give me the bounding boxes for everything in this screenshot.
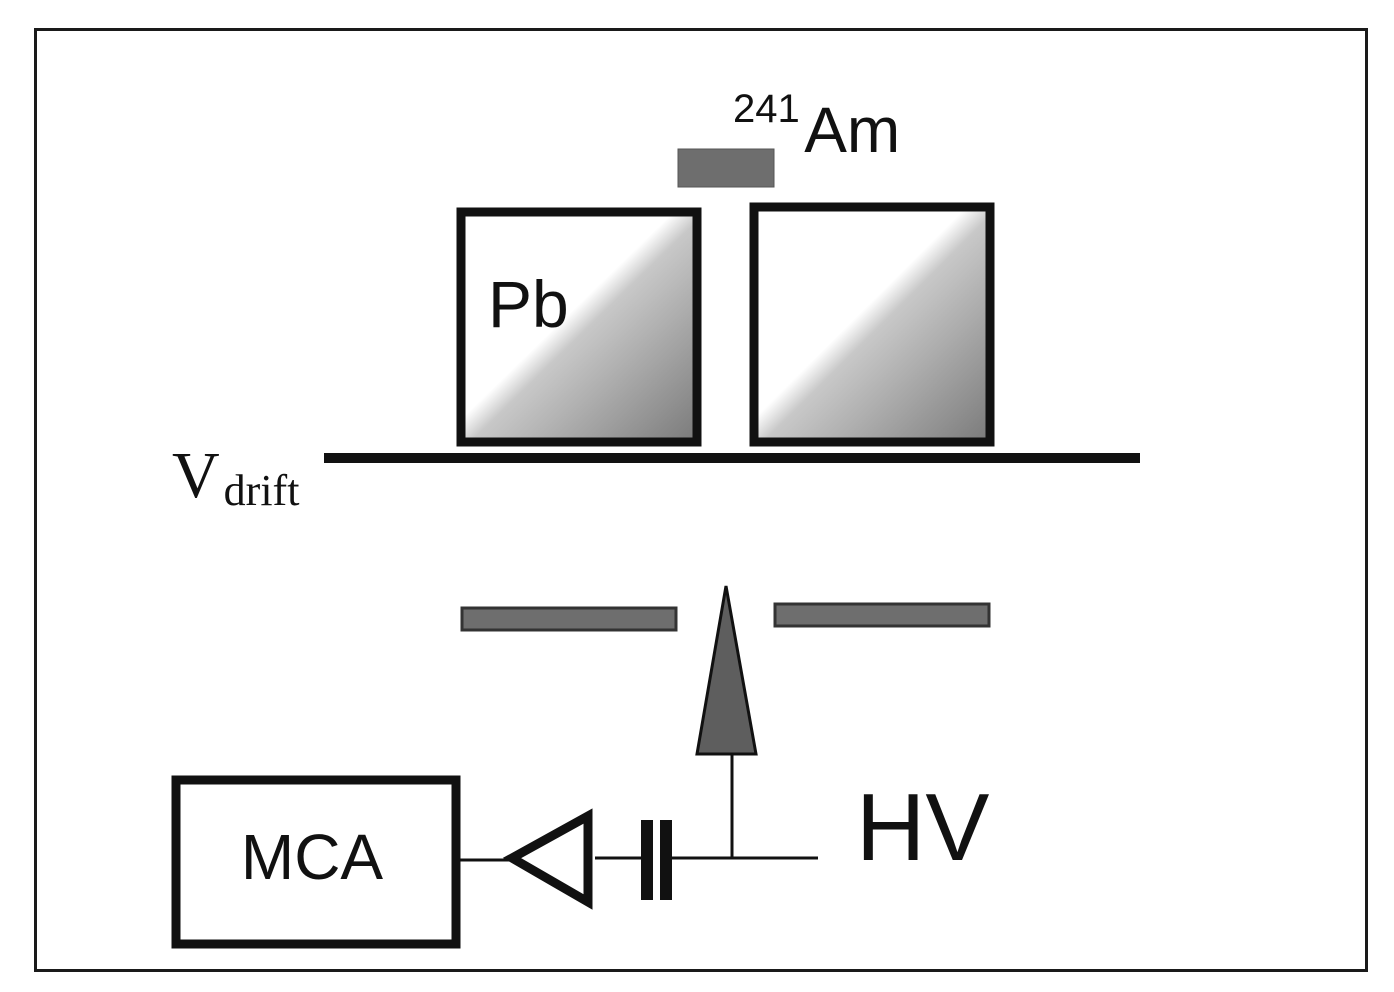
drift-electrode xyxy=(324,453,1140,463)
lead-block-left xyxy=(456,207,702,447)
grid-electrode-right xyxy=(773,602,991,628)
anode-needle xyxy=(695,585,758,756)
mca-label: MCA xyxy=(241,821,384,893)
hv-label: HV xyxy=(856,774,989,881)
am-mass-number: 241 xyxy=(733,87,800,131)
am-element: Am xyxy=(804,94,900,166)
capacitor-plate-left xyxy=(641,820,653,900)
lead-label: Pb xyxy=(488,267,569,341)
drift-symbol: V xyxy=(172,439,220,512)
amplifier-icon xyxy=(502,808,593,910)
grid-electrode-left xyxy=(460,606,678,632)
lead-block-right xyxy=(749,202,995,447)
am-source-label: 241 Am xyxy=(733,87,900,166)
mca-box xyxy=(171,775,461,949)
drift-subscript: drift xyxy=(224,466,300,515)
am-source-block xyxy=(677,148,775,188)
capacitor-plate-right xyxy=(660,820,672,900)
drift-voltage-label: V drift xyxy=(172,439,299,515)
